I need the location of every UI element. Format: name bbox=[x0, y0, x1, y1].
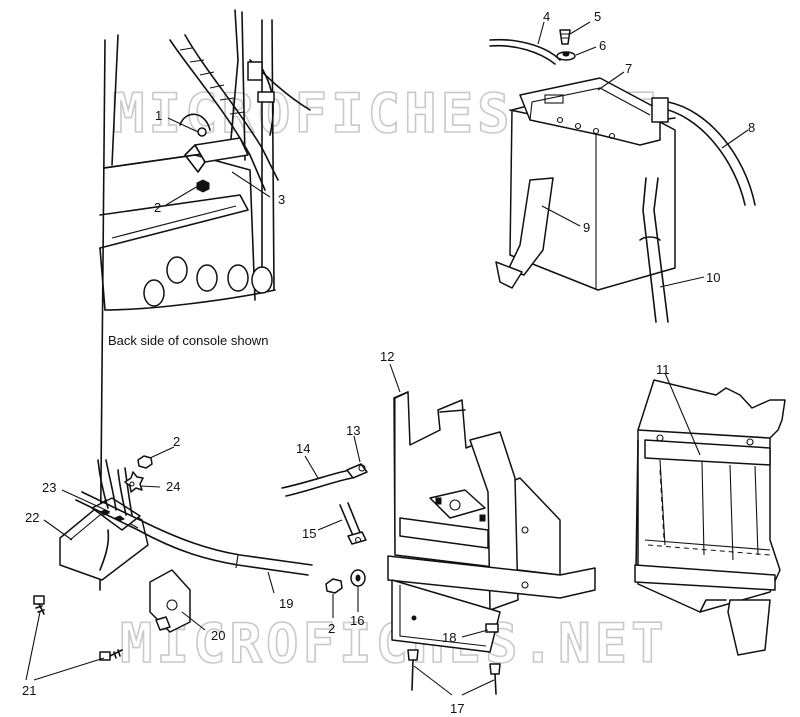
callout-9: 9 bbox=[583, 220, 590, 235]
battery-box bbox=[634, 372, 786, 656]
callout-15: 15 bbox=[302, 526, 316, 541]
callout-2: 2 bbox=[154, 200, 161, 215]
callout-4: 4 bbox=[543, 9, 550, 24]
relay-harness-assembly bbox=[25, 446, 313, 681]
callout-labels: 1 2 3 4 5 6 7 8 9 10 11 12 13 14 15 16 1… bbox=[22, 9, 755, 716]
callout-21: 21 bbox=[22, 683, 36, 698]
callout-7: 7 bbox=[625, 61, 632, 76]
callout-24: 24 bbox=[166, 479, 180, 494]
callout-6: 6 bbox=[599, 38, 606, 53]
callout-2-relay-nut: 2 bbox=[173, 434, 180, 449]
callout-18: 18 bbox=[442, 630, 456, 645]
callout-17: 17 bbox=[450, 701, 464, 716]
callout-20: 20 bbox=[211, 628, 225, 643]
callout-11: 11 bbox=[656, 362, 670, 377]
console-back-view bbox=[99, 9, 311, 591]
callout-19: 19 bbox=[279, 596, 293, 611]
callout-10: 10 bbox=[706, 270, 720, 285]
view-caption: Back side of console shown bbox=[108, 333, 268, 348]
callout-23: 23 bbox=[42, 480, 56, 495]
callout-2-bracket-nut: 2 bbox=[328, 621, 335, 636]
battery-assembly bbox=[489, 21, 756, 323]
callout-3: 3 bbox=[278, 192, 285, 207]
callout-16: 16 bbox=[350, 613, 364, 628]
callout-13: 13 bbox=[346, 423, 360, 438]
callout-12: 12 bbox=[380, 349, 394, 364]
callout-5: 5 bbox=[594, 9, 601, 24]
callout-8: 8 bbox=[748, 120, 755, 135]
callout-22: 22 bbox=[25, 510, 39, 525]
callout-14: 14 bbox=[296, 441, 310, 456]
callout-1: 1 bbox=[155, 108, 162, 123]
battery-bracket-assembly bbox=[281, 363, 596, 696]
